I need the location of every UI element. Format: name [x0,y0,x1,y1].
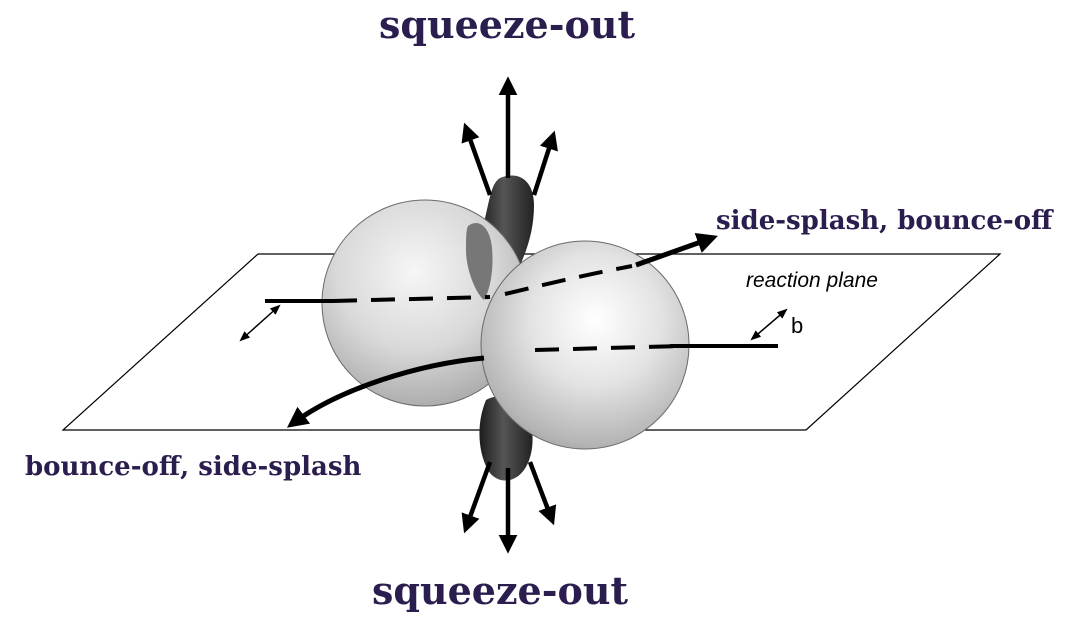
impact-parameter-arrow-right [750,308,788,341]
label-squeeze-out-bottom: squeeze-out [372,568,628,613]
flow-path-upper-dashed [504,264,633,296]
beam-line-left-dashed [332,295,491,303]
squeeze-out-arrows-top [461,76,558,196]
label-squeeze-out-top: squeeze-out [379,2,635,47]
label-side-splash: side-splash, bounce-off [716,206,1054,236]
impact-parameter-arrow-left [239,304,281,342]
participant-zone-lobe [466,222,493,300]
beam-line-right-dashed [534,344,681,352]
side-splash-arrow [635,233,718,268]
squeeze-out-arrows-bottom [461,461,557,554]
label-impact-parameter-b: b [791,313,803,338]
bounce-off-arrow [286,355,485,428]
label-reaction-plane: reaction plane [746,269,878,292]
label-bounce-off: bounce-off, side-splash [25,452,361,482]
